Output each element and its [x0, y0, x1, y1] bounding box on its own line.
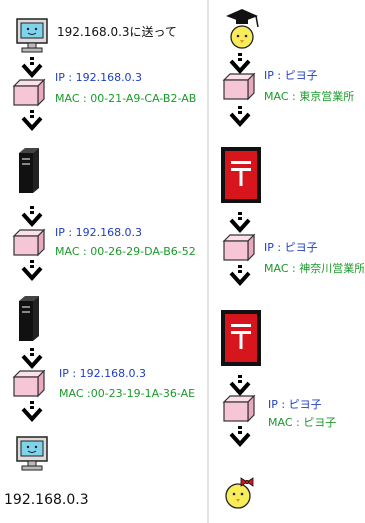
chick-graduate-icon — [226, 9, 259, 49]
right-hop3-ip-label: IP : ピヨ子 — [268, 398, 322, 411]
receiver-caption: 192.168.0.3 — [4, 492, 89, 508]
packet-box-icon — [223, 395, 255, 422]
down-arrow-icon — [21, 108, 43, 130]
right-hop1-ip-label: IP : ピヨ子 — [264, 69, 318, 82]
computer-monitor-icon — [16, 18, 48, 53]
right-hop3-mac-label: MAC : ピヨ子 — [268, 416, 337, 429]
packet-box-icon — [13, 229, 45, 256]
server-tower-icon — [19, 148, 39, 193]
server-tower-icon — [19, 296, 39, 341]
packet-box-icon — [13, 79, 45, 106]
down-arrow-icon — [21, 399, 43, 421]
chick-girl-icon — [225, 477, 254, 509]
down-arrow-icon — [229, 263, 251, 285]
hop3-ip-label: IP : 192.168.0.3 — [59, 367, 147, 380]
hop1-ip-label: IP : 192.168.0.3 — [55, 71, 143, 84]
packet-box-icon — [223, 234, 255, 261]
hop2-mac-label: MAC : 00-26-29-DA-B6-52 — [55, 245, 196, 258]
down-arrow-icon — [21, 55, 43, 77]
down-arrow-icon — [21, 204, 43, 226]
right-hop2-ip-label: IP : ピヨ子 — [264, 241, 318, 254]
hop3-mac-label: MAC :00-23-19-1A-36-AE — [59, 387, 196, 400]
down-arrow-icon — [229, 51, 251, 73]
down-arrow-icon — [21, 346, 43, 368]
right-hop1-mac-label: MAC : 東京営業所 — [264, 90, 355, 103]
down-arrow-icon — [21, 258, 43, 280]
packet-box-icon — [13, 370, 45, 397]
down-arrow-icon — [229, 210, 251, 232]
computer-monitor-icon — [16, 436, 48, 471]
hop1-mac-label: MAC : 00-21-A9-CA-B2-AB — [55, 92, 197, 105]
hop2-ip-label: IP : 192.168.0.3 — [55, 226, 143, 239]
postbox-icon — [221, 310, 261, 366]
sender-caption: 192.168.0.3に送って — [57, 25, 177, 39]
packet-box-icon — [223, 73, 255, 100]
down-arrow-icon — [229, 424, 251, 446]
right-hop2-mac-label: MAC : 神奈川営業所 — [264, 262, 364, 275]
down-arrow-icon — [229, 373, 251, 395]
down-arrow-icon — [229, 104, 251, 126]
postbox-icon — [221, 147, 261, 203]
